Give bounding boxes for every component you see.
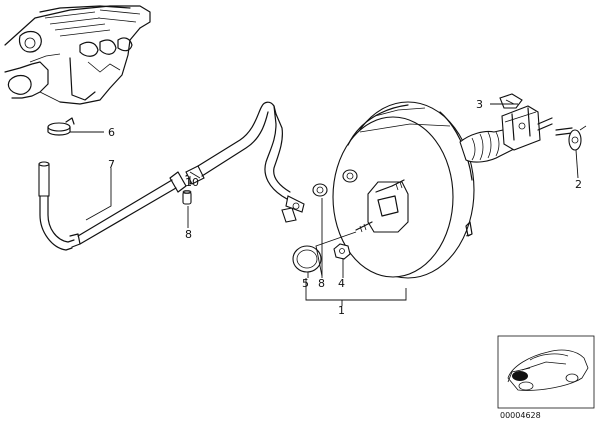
callout-10: 10 <box>185 176 199 189</box>
callouts: 6 7 10 8 3 2 5 8 4 1 <box>108 98 582 317</box>
pushrod-boot <box>459 127 517 163</box>
document-number: 00004628 <box>500 411 541 420</box>
inset-frame <box>497 335 595 409</box>
callout-8-hose: 8 <box>185 228 192 241</box>
callout-3: 3 <box>476 98 483 111</box>
intake-manifold <box>4 5 151 105</box>
vacuum-hose <box>38 161 203 251</box>
grommet <box>182 190 192 205</box>
clevis-pin <box>555 125 587 151</box>
clevis-pin-bracket <box>501 105 553 151</box>
callout-1: 1 <box>338 304 345 317</box>
brake-booster <box>332 101 475 279</box>
hose-clamp <box>47 117 75 136</box>
callout-6: 6 <box>108 126 115 139</box>
vacuum-hose-upper <box>197 101 305 223</box>
nut <box>333 243 351 260</box>
callout-8-booster: 8 <box>318 277 325 290</box>
lock-clip <box>499 93 523 109</box>
callout-4: 4 <box>338 277 345 290</box>
booster-grommet <box>312 183 328 197</box>
leader-lines <box>70 103 579 306</box>
seal-ring <box>292 245 322 273</box>
locator-highlight-icon <box>512 371 528 381</box>
callout-2: 2 <box>575 178 582 191</box>
vehicle-locator-inset: 00004628 <box>497 335 595 420</box>
callout-7: 7 <box>108 158 115 171</box>
callout-5: 5 <box>302 277 309 290</box>
